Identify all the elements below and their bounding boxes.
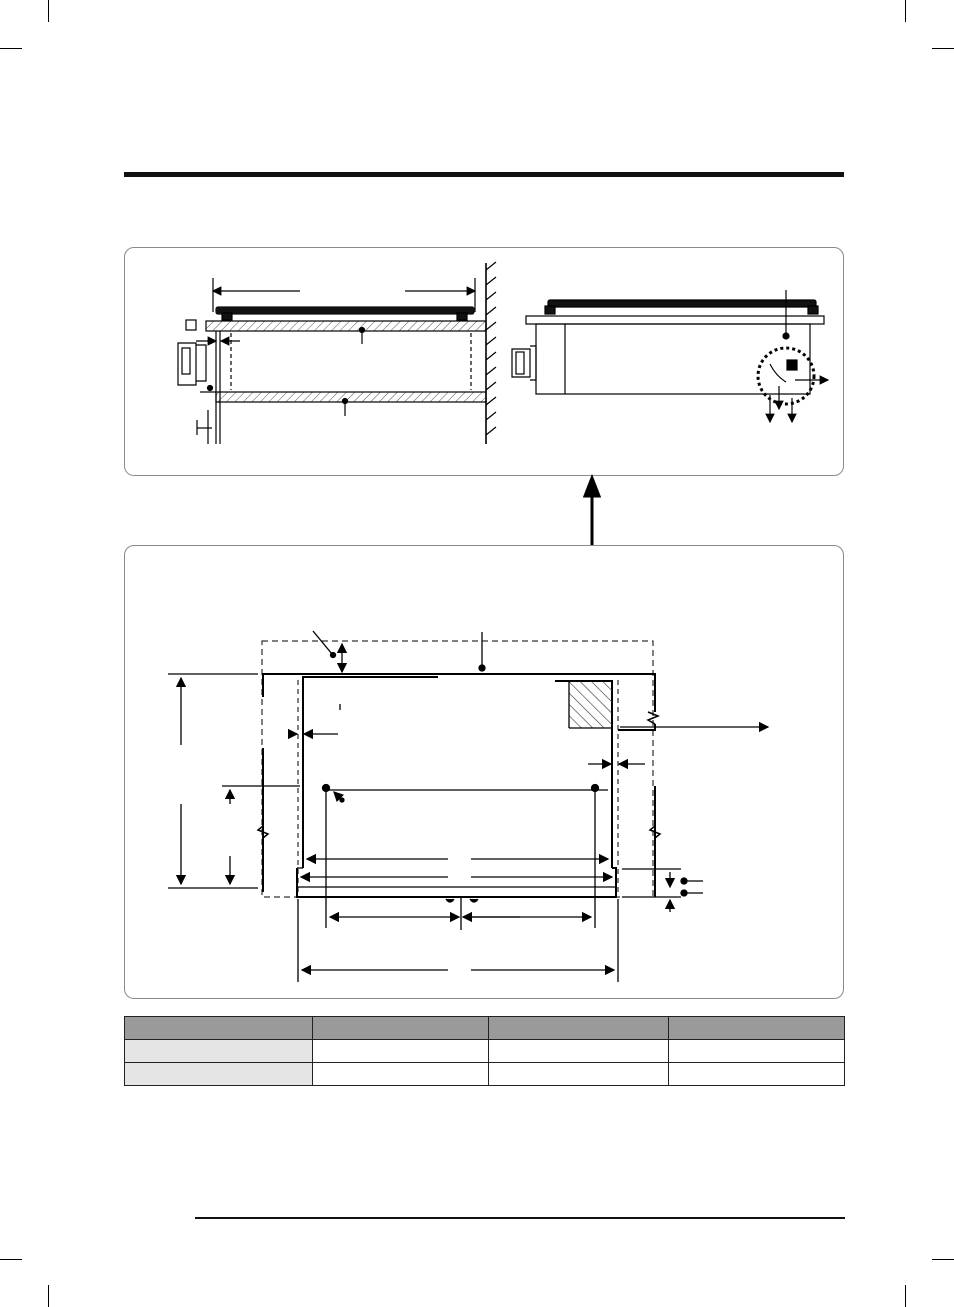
crop-mark-tr-h: [932, 48, 954, 49]
crop-mark-bl-v: [48, 1285, 49, 1307]
side-view-panel: [124, 247, 844, 476]
table-row-head: [124, 1062, 313, 1086]
table-row: [124, 1039, 845, 1063]
table-header-cell: [312, 1016, 489, 1040]
table-cell: [668, 1039, 845, 1063]
table-header-cell: [488, 1016, 669, 1040]
table-cell: [488, 1039, 669, 1063]
table-header-row: [124, 1016, 845, 1040]
table-header-cell: [668, 1016, 845, 1040]
table-row-head: [124, 1039, 313, 1063]
table-cell: [488, 1062, 669, 1086]
crop-mark-br-h: [932, 1259, 954, 1260]
crop-mark-tl-h: [0, 48, 22, 49]
footer-rule: [195, 1217, 845, 1219]
spec-table: [124, 1016, 845, 1086]
table-cell: [668, 1062, 845, 1086]
section-header-rule: [124, 172, 844, 177]
crop-mark-tl-v: [48, 0, 49, 22]
crop-mark-br-v: [905, 1285, 906, 1307]
table-header-cell: [124, 1016, 313, 1040]
crop-mark-bl-h: [0, 1259, 22, 1260]
crop-mark-tr-v: [905, 0, 906, 22]
cutout-plan-panel: [124, 545, 844, 999]
table-cell: [312, 1062, 489, 1086]
table-row: [124, 1062, 845, 1086]
table-cell: [312, 1039, 489, 1063]
